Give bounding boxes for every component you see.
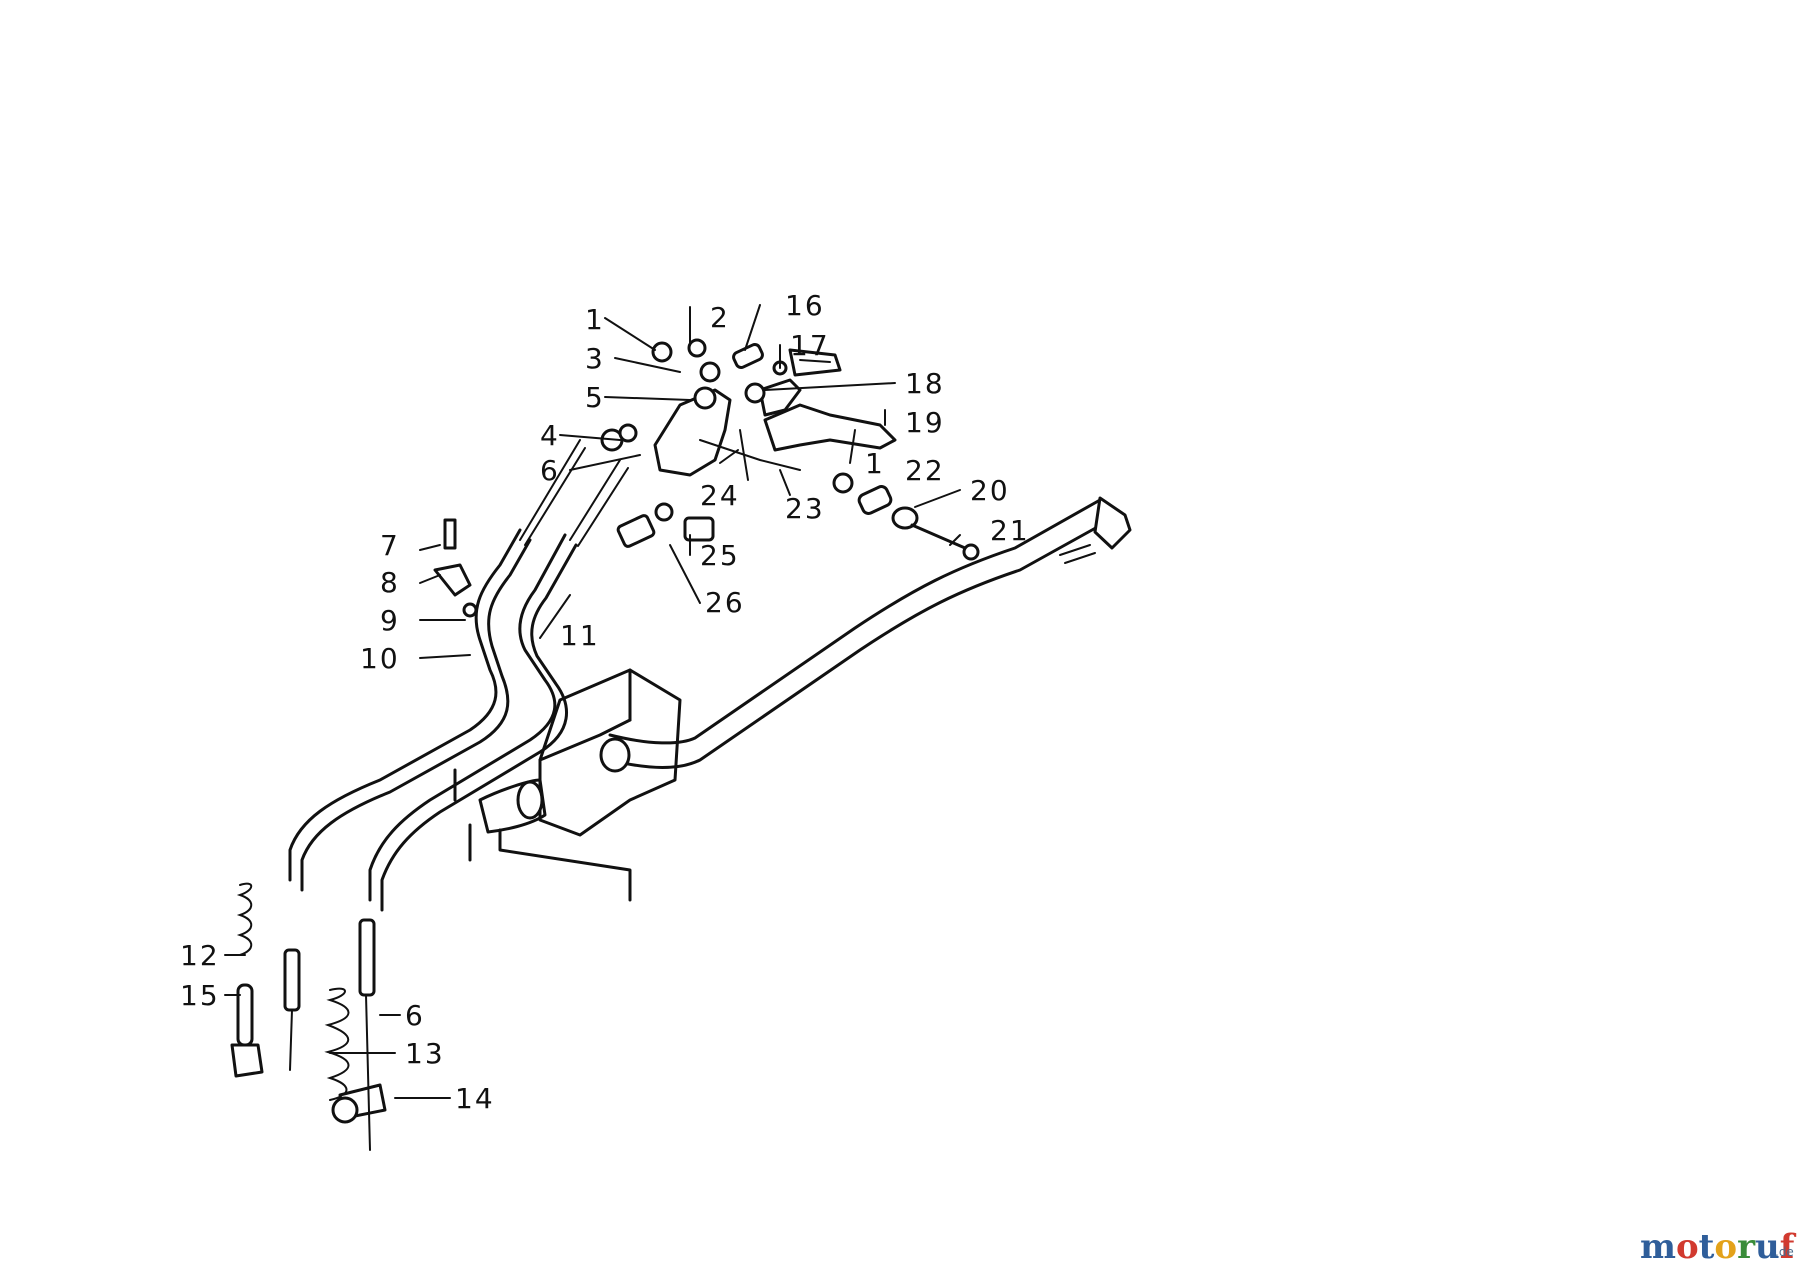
callout-4: 4: [540, 419, 560, 452]
callout-1: 1: [585, 303, 605, 336]
callout-18: 18: [905, 367, 945, 400]
callout-11: 11: [560, 619, 600, 652]
callout-13: 13: [405, 1037, 445, 1070]
callout-26: 26: [705, 586, 745, 619]
callout-25: 25: [700, 539, 740, 572]
callout-24: 24: [700, 479, 740, 512]
callout-20: 20: [970, 474, 1010, 507]
callout-10: 10: [360, 642, 400, 675]
watermark-text: motoruf: [1640, 1227, 1797, 1267]
callout-14: 14: [455, 1082, 495, 1115]
control-lever-assembly: [653, 348, 897, 481]
callout-7: 7: [380, 529, 400, 562]
callout-16: 16: [785, 289, 825, 322]
callout-23: 23: [785, 492, 825, 525]
callout-21: 21: [990, 514, 1030, 547]
callout-labels: 1 2 16 17 3 18 5 19 4 1 22 6 24 20 23 7 …: [180, 289, 1030, 1115]
cable-ends: [230, 882, 387, 1151]
gearbox-housing: [453, 668, 682, 902]
callout-22: 22: [905, 454, 945, 487]
callout-12: 12: [180, 939, 220, 972]
callout-2: 2: [710, 301, 730, 334]
callout-6a: 6: [540, 454, 560, 487]
callout-8: 8: [380, 566, 400, 599]
handlebar-tube: [608, 496, 1132, 769]
callout-9: 9: [380, 604, 400, 637]
cable-10: [288, 439, 586, 892]
callout-19: 19: [905, 406, 945, 439]
callout-1b: 1: [865, 447, 885, 480]
callout-3: 3: [585, 342, 605, 375]
callout-6b: 6: [405, 999, 425, 1032]
callout-15: 15: [180, 979, 220, 1012]
leader-lines: [224, 304, 961, 1099]
callout-5: 5: [585, 381, 605, 414]
small-parts: [433, 338, 980, 618]
motoruf-watermark: motoruf .de: [1640, 1227, 1797, 1267]
watermark-suffix: .de: [1775, 1245, 1794, 1259]
callout-17: 17: [790, 329, 830, 362]
cable-11: [368, 459, 629, 912]
